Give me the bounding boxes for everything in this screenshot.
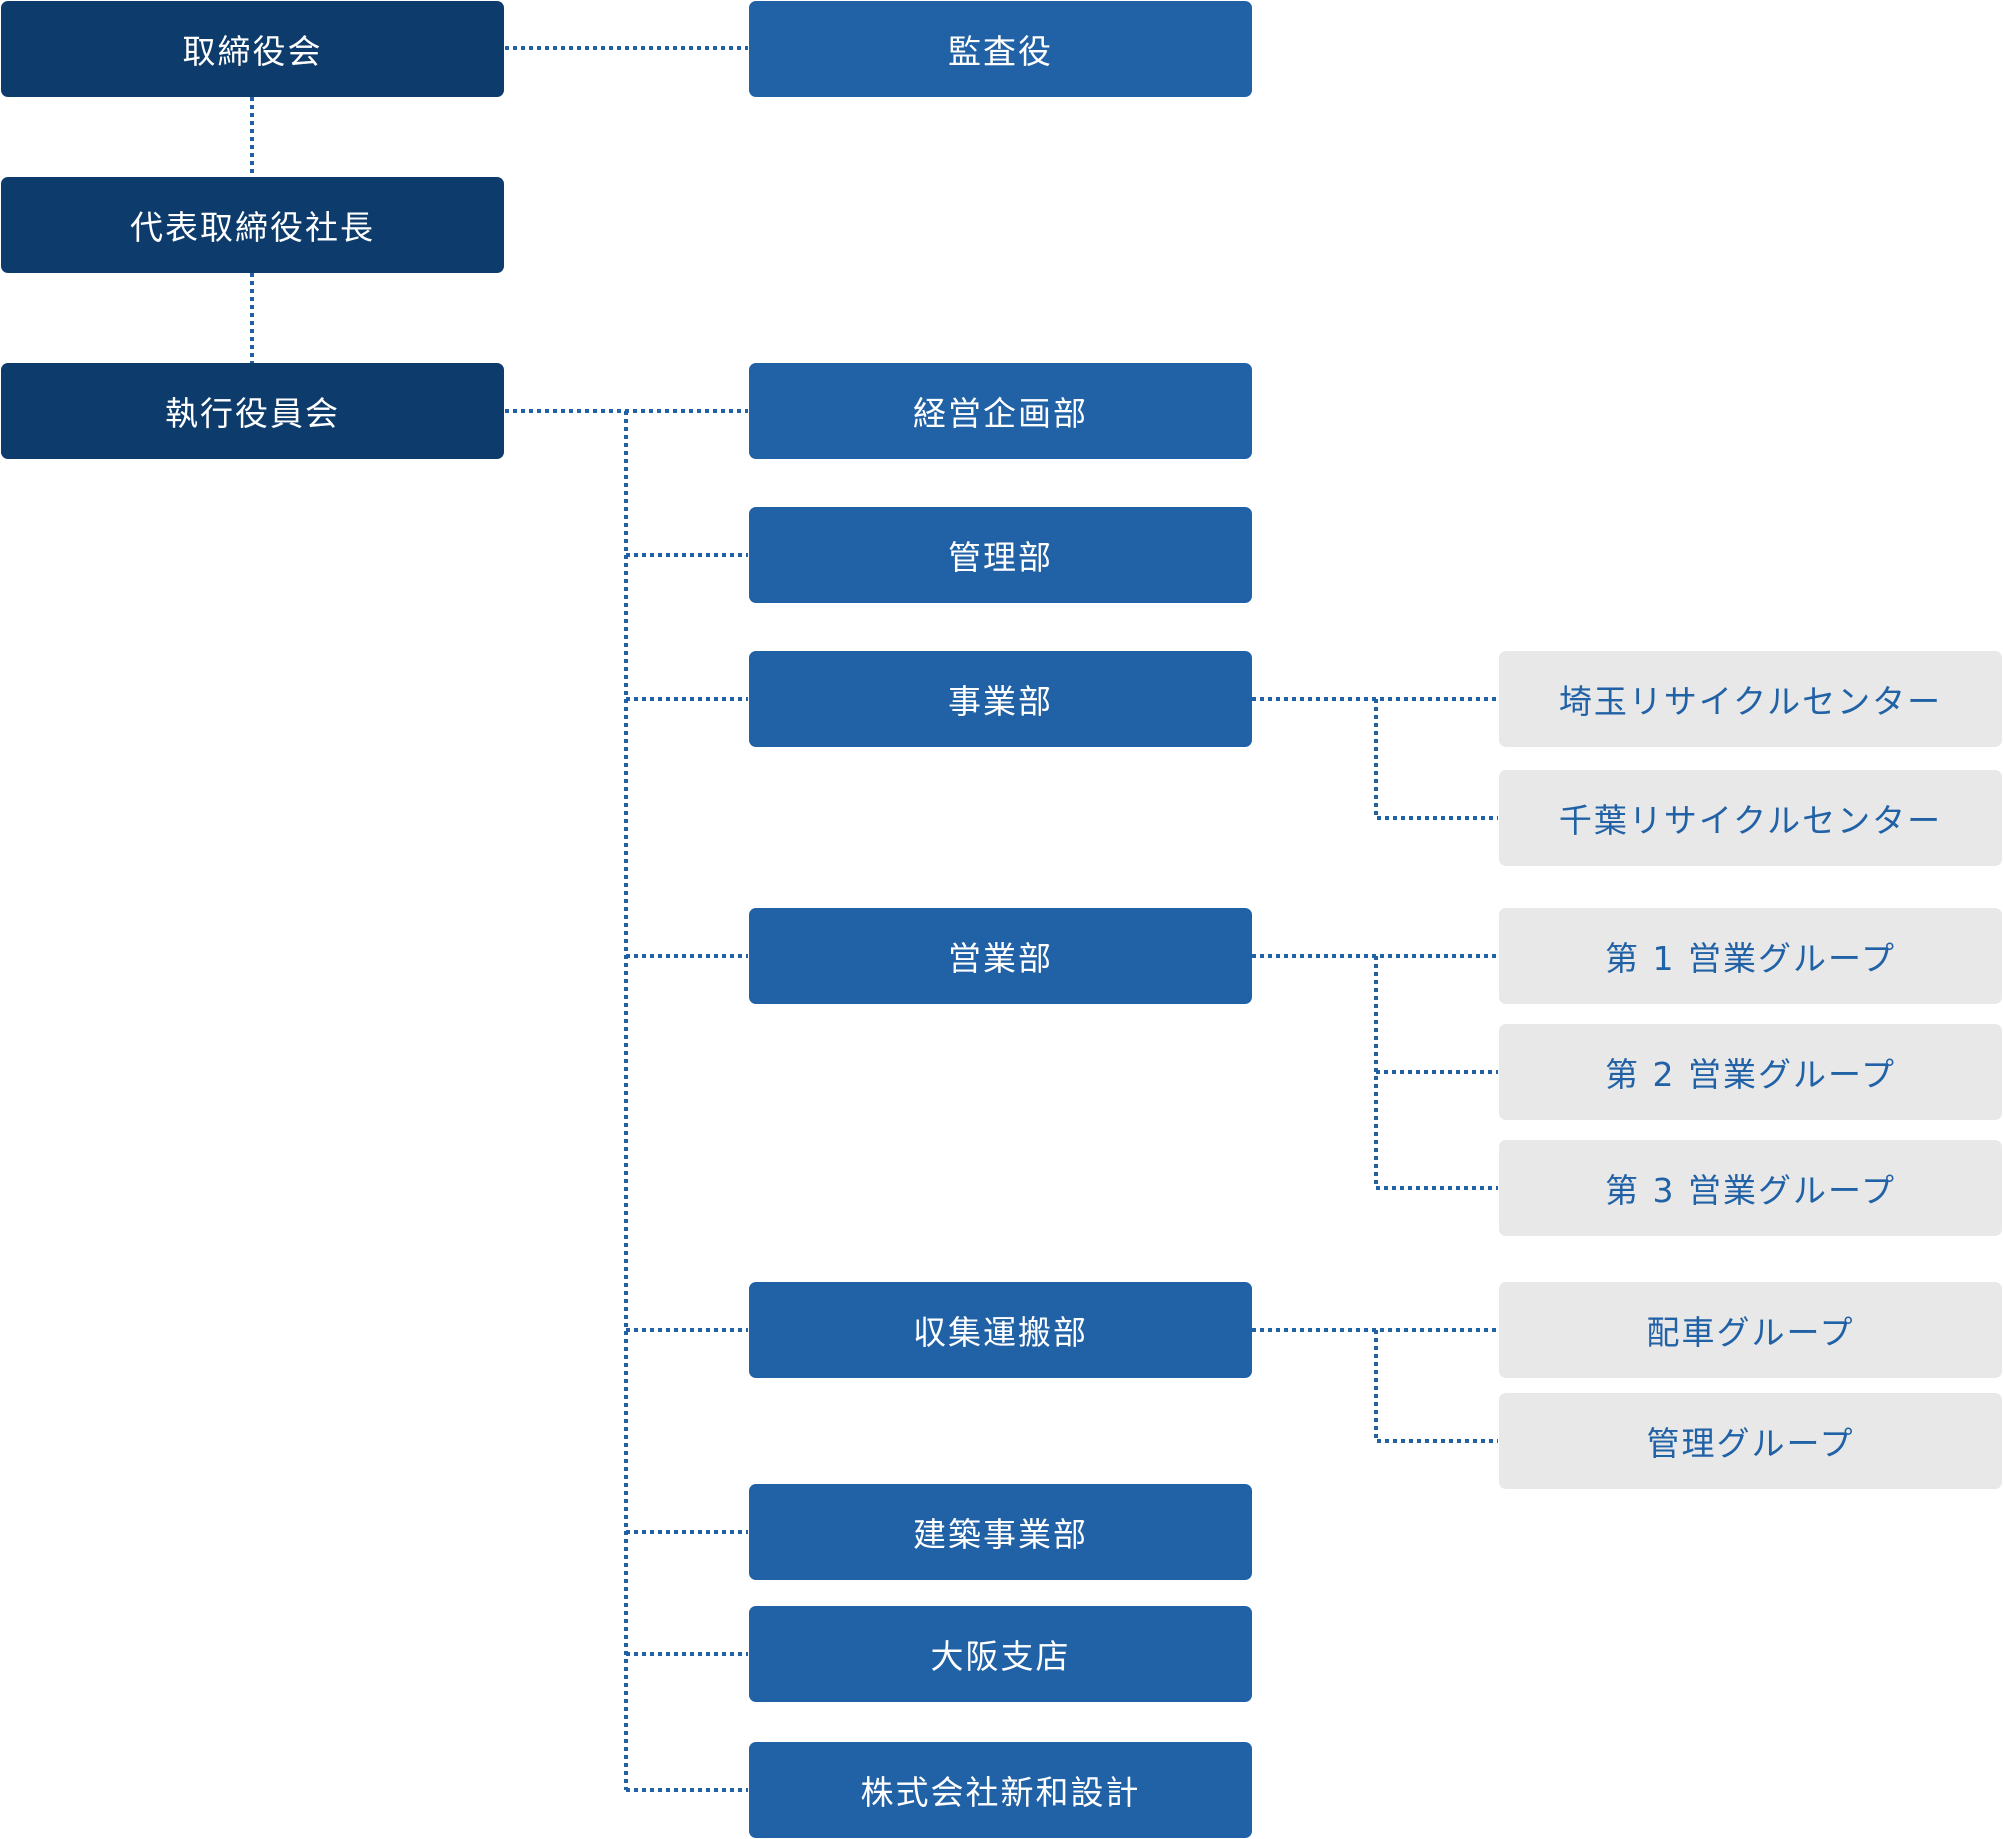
dept-construction-label: 建築事業部 bbox=[913, 1515, 1088, 1554]
connector-sales-units bbox=[1252, 954, 1498, 1190]
unit-management-label: 管理グループ bbox=[1646, 1424, 1855, 1463]
dept-business-label: 事業部 bbox=[948, 682, 1053, 721]
unit-sales2-box: 第 2 営業グループ bbox=[1499, 1024, 2002, 1120]
connector-business-units bbox=[1252, 697, 1498, 820]
dept-osaka-box: 大阪支店 bbox=[749, 1606, 1252, 1702]
connector-executive-trunk bbox=[505, 409, 748, 1790]
unit-sales3-label: 第 3 営業グループ bbox=[1605, 1171, 1896, 1210]
dept-admin-box: 管理部 bbox=[749, 507, 1252, 603]
dept-business-box: 事業部 bbox=[749, 651, 1252, 747]
dept-planning-label: 経営企画部 bbox=[913, 394, 1088, 433]
unit-chiba-label: 千葉リサイクルセンター bbox=[1558, 801, 1943, 840]
president-label: 代表取締役社長 bbox=[130, 208, 375, 247]
executive-committee-box: 執行役員会 bbox=[1, 363, 504, 459]
unit-dispatch-label: 配車グループ bbox=[1646, 1313, 1855, 1352]
dept-collection-box: 収集運搬部 bbox=[749, 1282, 1252, 1378]
unit-chiba-box: 千葉リサイクルセンター bbox=[1499, 770, 2002, 866]
dept-admin-label: 管理部 bbox=[948, 538, 1053, 577]
unit-saitama-label: 埼玉リサイクルセンター bbox=[1558, 682, 1943, 721]
unit-saitama-box: 埼玉リサイクルセンター bbox=[1499, 651, 2002, 747]
board-of-directors-label: 取締役会 bbox=[182, 32, 323, 71]
unit-sales1-label: 第 1 営業グループ bbox=[1605, 939, 1896, 978]
dept-shinwa-label: 株式会社新和設計 bbox=[860, 1773, 1141, 1812]
dept-sales-box: 営業部 bbox=[749, 908, 1252, 1004]
dept-osaka-label: 大阪支店 bbox=[930, 1637, 1071, 1676]
auditor-label: 監査役 bbox=[948, 32, 1053, 71]
president-box: 代表取締役社長 bbox=[1, 177, 504, 273]
unit-management-box: 管理グループ bbox=[1499, 1393, 2002, 1489]
unit-sales2-label: 第 2 営業グループ bbox=[1605, 1055, 1896, 1094]
connector-collection-units bbox=[1252, 1328, 1498, 1443]
unit-sales3-box: 第 3 営業グループ bbox=[1499, 1140, 2002, 1236]
dept-sales-label: 営業部 bbox=[948, 939, 1053, 978]
auditor-box: 監査役 bbox=[749, 1, 1252, 97]
dept-planning-box: 経営企画部 bbox=[749, 363, 1252, 459]
dept-construction-box: 建築事業部 bbox=[749, 1484, 1252, 1580]
unit-sales1-box: 第 1 営業グループ bbox=[1499, 908, 2002, 1004]
executive-committee-label: 執行役員会 bbox=[165, 394, 340, 433]
board-of-directors-box: 取締役会 bbox=[1, 1, 504, 97]
unit-dispatch-box: 配車グループ bbox=[1499, 1282, 2002, 1378]
dept-shinwa-box: 株式会社新和設計 bbox=[749, 1742, 1252, 1838]
dept-collection-label: 収集運搬部 bbox=[913, 1313, 1088, 1352]
